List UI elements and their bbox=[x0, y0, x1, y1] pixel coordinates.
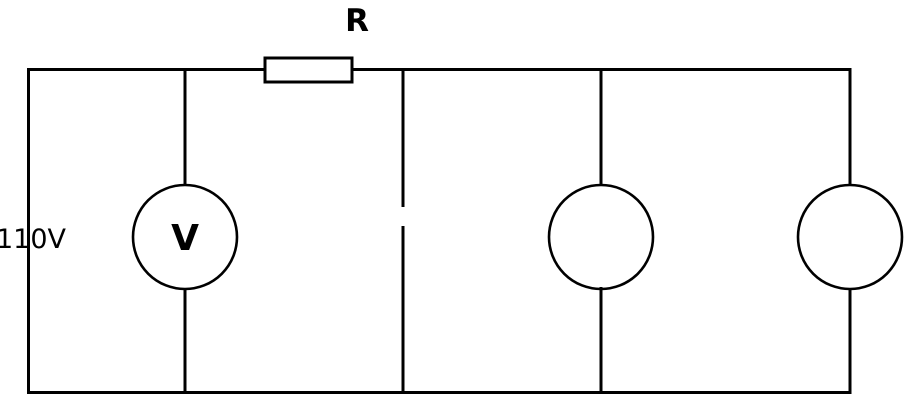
voltmeter-label: V bbox=[171, 218, 199, 259]
supply-voltage-label: 110V bbox=[0, 224, 67, 255]
lamp-right-circle bbox=[796, 183, 904, 291]
lamp-middle-circle bbox=[547, 183, 655, 291]
resistor-body bbox=[263, 56, 354, 84]
resistor-label: R bbox=[345, 3, 369, 39]
